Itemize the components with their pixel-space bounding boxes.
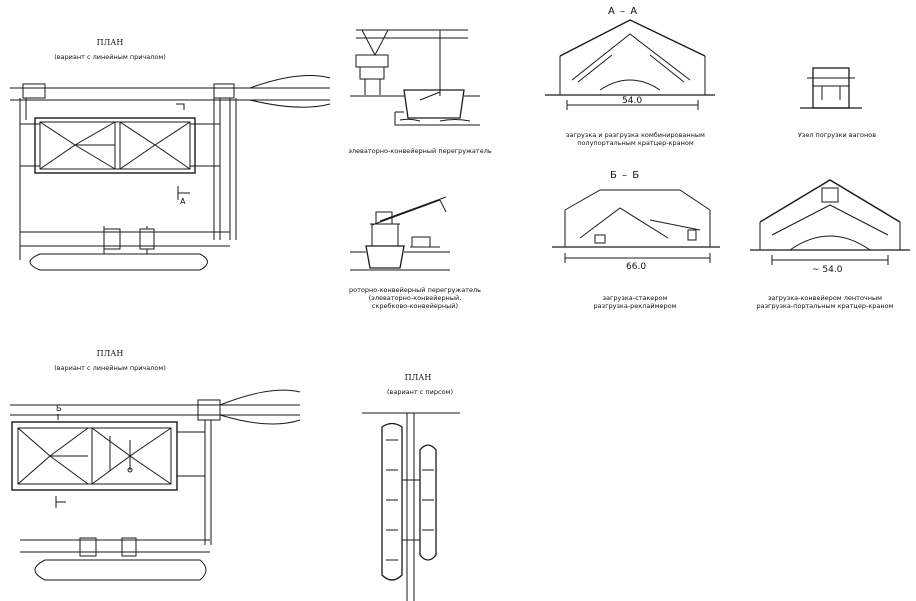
elevator-sketch	[350, 29, 480, 126]
plan1-subtitle: (вариант с линейным причалом)	[54, 53, 166, 61]
section-aa-title: А – А	[608, 6, 639, 17]
caption-bb-left: загрузка-стакером разгрузка-реклаймером	[593, 294, 677, 310]
section-aa	[545, 19, 715, 110]
caption-bb-right: загрузка-конвейером ленточным разгрузка-…	[756, 294, 894, 310]
plan2-title: ПЛАН	[96, 349, 124, 358]
dim-bb-right: ~ 54.0	[812, 265, 843, 275]
section-bb-left	[552, 189, 720, 263]
caption-elevator: элеваторно-конвейерный перегружатель	[348, 147, 492, 155]
dim-bb-left: 66.0	[626, 262, 647, 272]
caption-wagon: Узел погрузки вагонов	[797, 131, 877, 139]
dim-aa: 54.0	[622, 96, 643, 106]
section-bb-right	[750, 179, 910, 265]
plan1-section-mark: А	[180, 197, 186, 206]
rotor-sketch	[350, 196, 450, 271]
plan2-section-mark: Б	[56, 404, 62, 413]
plan3-title: ПЛАН	[404, 373, 432, 382]
plan1-title: ПЛАН	[96, 38, 124, 47]
caption-rotor: роторно-конвейерный перегружатель (элева…	[349, 286, 481, 310]
plan3-subtitle: (вариант с пирсом)	[386, 388, 453, 396]
caption-aa: загрузка и разгрузка комбинированным пол…	[566, 131, 705, 147]
section-bb-title: Б – Б	[610, 170, 641, 181]
plan2-subtitle: (вариант с линейным причалом)	[54, 364, 166, 372]
plan3-drawing	[362, 412, 460, 601]
plan1-drawing	[10, 75, 331, 271]
plan2-drawing	[10, 389, 301, 581]
wagon-node	[800, 67, 862, 109]
